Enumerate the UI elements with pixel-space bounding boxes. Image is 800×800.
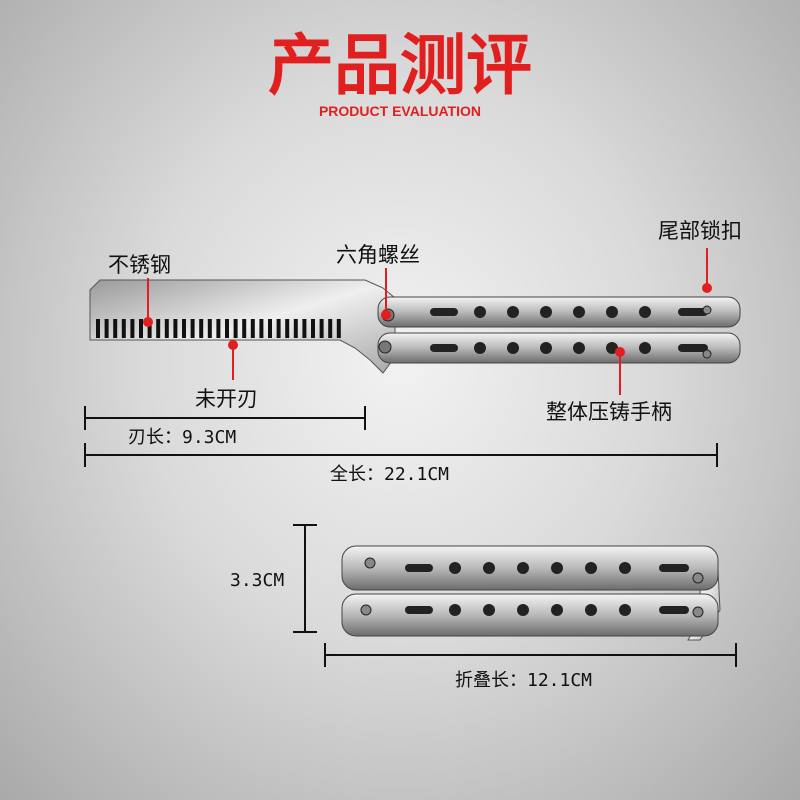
- callout-lines: [143, 248, 712, 395]
- slot-hole: [430, 344, 458, 352]
- comb-tooth: [199, 319, 204, 338]
- handle-top: [377, 296, 741, 328]
- pivot-icon: [702, 305, 712, 315]
- comb-teeth: [96, 319, 341, 338]
- comb-folded-illustration: [341, 545, 721, 641]
- folded-handle-bottom: [341, 593, 719, 637]
- comb-tooth: [130, 319, 135, 338]
- page-title: 产品测评: [268, 27, 532, 104]
- slot-hole: [430, 308, 458, 316]
- folded-length-label: 折叠长：12.1CM: [455, 670, 592, 691]
- comb-tooth: [328, 319, 333, 338]
- round-hole: [585, 604, 597, 616]
- comb-tooth: [302, 319, 307, 338]
- round-hole: [483, 562, 495, 574]
- round-hole: [540, 342, 552, 354]
- callout-die-cast-handle: 整体压铸手柄: [546, 400, 672, 424]
- comb-tooth: [173, 319, 178, 338]
- folded-handle-top: [341, 545, 719, 591]
- comb-tooth: [311, 319, 315, 338]
- comb-tooth: [285, 319, 290, 338]
- comb-tooth: [190, 319, 195, 338]
- comb-tooth: [156, 319, 161, 338]
- slot-hole: [659, 606, 689, 614]
- comb-tooth: [96, 319, 100, 338]
- round-hole: [606, 306, 618, 318]
- round-hole: [483, 604, 495, 616]
- comb-tooth: [104, 319, 109, 338]
- comb-tooth: [139, 319, 143, 338]
- round-hole: [474, 342, 486, 354]
- pivot-icon: [702, 349, 712, 359]
- callout-stainless: 不锈钢: [108, 253, 171, 277]
- round-hole: [606, 342, 618, 354]
- comb-tooth: [242, 319, 247, 338]
- round-hole: [619, 562, 631, 574]
- round-hole: [639, 306, 651, 318]
- comb-tooth: [319, 319, 324, 338]
- slot-hole: [678, 344, 708, 352]
- comb-tooth: [207, 319, 212, 338]
- comb-tooth: [147, 319, 152, 338]
- round-hole: [639, 342, 651, 354]
- round-hole: [449, 604, 461, 616]
- comb-tooth: [164, 319, 169, 338]
- comb-tooth: [233, 319, 238, 338]
- round-hole: [585, 562, 597, 574]
- round-hole: [551, 562, 563, 574]
- callout-tail-lock: 尾部锁扣: [658, 219, 742, 243]
- slot-hole: [678, 308, 708, 316]
- callout-hex-screw: 六角螺丝: [336, 243, 420, 267]
- comb-tooth: [121, 319, 126, 338]
- round-hole: [573, 306, 585, 318]
- comb-tooth: [268, 319, 272, 338]
- comb-tooth: [293, 319, 298, 338]
- comb-tooth: [259, 319, 264, 338]
- comb-tooth: [250, 319, 255, 338]
- dimension-lines: [84, 406, 737, 667]
- slot-hole: [659, 564, 689, 572]
- comb-tooth: [336, 319, 341, 338]
- round-hole: [517, 604, 529, 616]
- round-hole: [507, 342, 519, 354]
- round-hole: [573, 342, 585, 354]
- round-hole: [449, 562, 461, 574]
- round-hole: [517, 562, 529, 574]
- callout-unsharpened: 未开刃: [195, 387, 258, 411]
- round-hole: [507, 306, 519, 318]
- slot-hole: [405, 564, 433, 572]
- comb-open-illustration: [89, 279, 741, 374]
- round-hole: [551, 604, 563, 616]
- comb-tooth: [182, 319, 186, 338]
- blade-length-label: 刃长：9.3CM: [128, 427, 236, 448]
- comb-tooth: [113, 319, 118, 338]
- handle-bottom: [377, 332, 741, 364]
- round-hole: [619, 604, 631, 616]
- comb-tooth: [216, 319, 221, 338]
- comb-tooth: [225, 319, 229, 338]
- round-hole: [474, 306, 486, 318]
- height-label: 3.3CM: [230, 570, 284, 591]
- total-length-label: 全长：22.1CM: [330, 464, 449, 485]
- page-subtitle: PRODUCT EVALUATION: [319, 103, 481, 119]
- hex-screw-icon: [378, 340, 392, 354]
- slot-hole: [405, 606, 433, 614]
- round-hole: [540, 306, 552, 318]
- comb-tooth: [276, 319, 281, 338]
